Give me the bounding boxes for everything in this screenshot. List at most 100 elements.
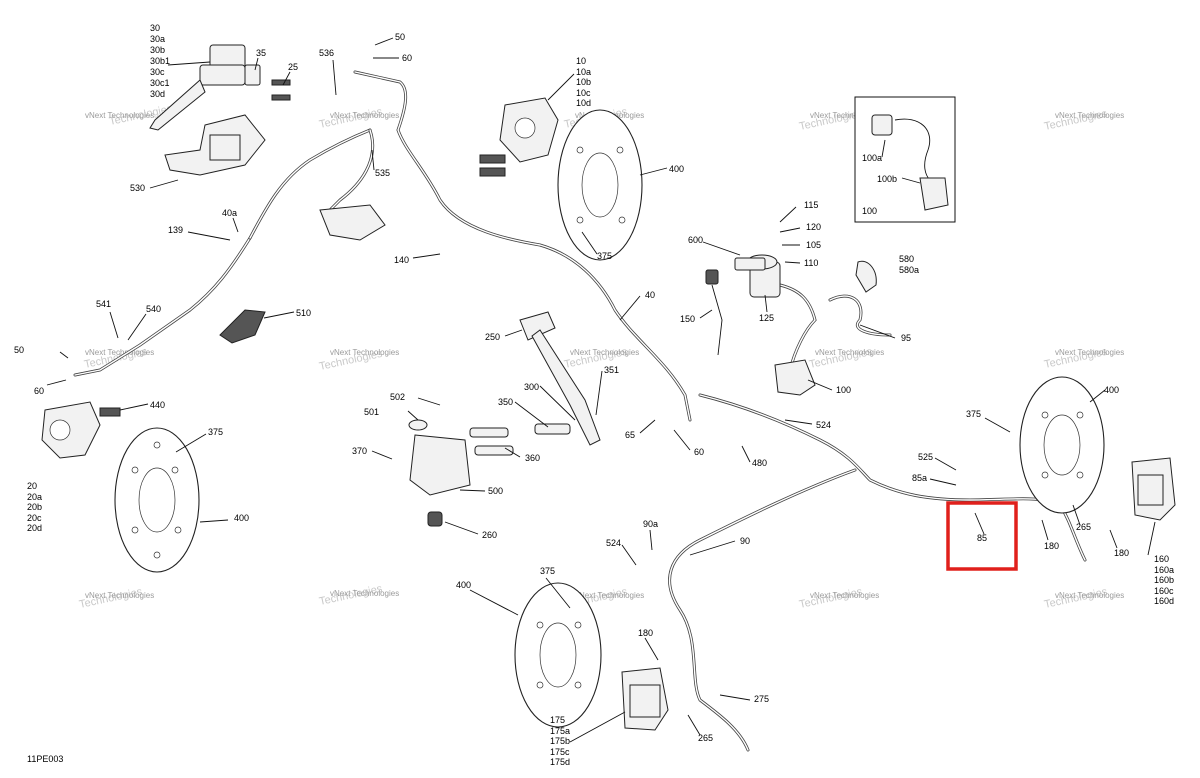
part-label: 20 xyxy=(27,481,37,491)
part-label: 265 xyxy=(698,733,713,743)
bracket-530 xyxy=(164,114,266,176)
part-label: 60 xyxy=(34,386,44,396)
part-label: 120 xyxy=(806,222,821,232)
watermark-small: vNext Technologies xyxy=(815,348,884,357)
part-label: 510 xyxy=(296,308,311,318)
watermark-small: vNext Technologies xyxy=(330,348,399,357)
part-label: 536 xyxy=(319,48,334,58)
caliper-175 xyxy=(621,667,669,731)
part-label: 175a xyxy=(550,726,570,736)
part-label: 30b1 xyxy=(150,56,170,66)
part-label: 275 xyxy=(754,694,769,704)
disc-400-rear-left xyxy=(514,582,602,728)
caliper-20 xyxy=(41,401,121,459)
bracket-535 xyxy=(319,204,386,241)
highlight-box[interactable] xyxy=(946,501,1018,571)
watermark-small: vNext Technologies xyxy=(575,591,644,600)
part-label: 600 xyxy=(688,235,703,245)
part-label: 524 xyxy=(816,420,831,430)
part-label: 175b xyxy=(550,736,570,746)
part-label: 160a xyxy=(1154,565,1174,575)
part-label: 300 xyxy=(524,382,539,392)
part-label: 95 xyxy=(901,333,911,343)
part-label: 25 xyxy=(288,62,298,72)
caliper-10 xyxy=(479,97,559,177)
part-label: 400 xyxy=(669,164,684,174)
part-label: 100 xyxy=(836,385,851,395)
watermark-small: vNext Technologies xyxy=(1055,348,1124,357)
part-label: 375 xyxy=(597,251,612,261)
brake-pedal-250 xyxy=(519,311,601,446)
part-label: 100b xyxy=(877,174,897,184)
watermark-small: vNext Technologies xyxy=(1055,111,1124,120)
part-label: 20a xyxy=(27,492,42,502)
part-label: 535 xyxy=(375,168,390,178)
part-label: 260 xyxy=(482,530,497,540)
part-label: 30c1 xyxy=(150,78,170,88)
part-label: 30a xyxy=(150,34,165,44)
part-label: 60 xyxy=(402,53,412,63)
part-label: 160b xyxy=(1154,575,1174,585)
part-label: 265 xyxy=(1076,522,1091,532)
part-label: 10 xyxy=(576,56,586,66)
part-label: 580a xyxy=(899,265,919,275)
part-label: 525 xyxy=(918,452,933,462)
part-label: 530 xyxy=(130,183,145,193)
part-label: 175c xyxy=(550,747,570,757)
part-label: 90 xyxy=(740,536,750,546)
watermark-small: vNext Technologies xyxy=(85,591,154,600)
part-label: 30b xyxy=(150,45,165,55)
part-label: 350 xyxy=(498,397,513,407)
part-label: 400 xyxy=(1104,385,1119,395)
part-label: 370 xyxy=(352,446,367,456)
part-labels: 30 30a 30b 30b1 30c 30c1 30d 35 25 530 1… xyxy=(14,23,1174,767)
part-label: 65 xyxy=(625,430,635,440)
part-label: 440 xyxy=(150,400,165,410)
part-label: 500 xyxy=(488,486,503,496)
part-label: 351 xyxy=(604,365,619,375)
part-label: 40a xyxy=(222,208,237,218)
part-label: 160d xyxy=(1154,596,1174,606)
disc-400-rear-right xyxy=(1019,376,1105,514)
reservoir-assembly xyxy=(705,254,877,396)
part-label: 250 xyxy=(485,332,500,342)
part-label: 40 xyxy=(645,290,655,300)
part-label: 180 xyxy=(638,628,653,638)
watermark-small: vNext Technologies xyxy=(1055,591,1124,600)
part-label: 360 xyxy=(525,453,540,463)
part-label: 540 xyxy=(146,304,161,314)
part-label: 375 xyxy=(540,566,555,576)
part-label: 30 xyxy=(150,23,160,33)
part-label: 30c xyxy=(150,67,165,77)
part-label: 10d xyxy=(576,98,591,108)
part-label: 139 xyxy=(168,225,183,235)
part-label: 115 xyxy=(804,200,818,210)
part-label: 60 xyxy=(694,447,704,457)
part-label: 20b xyxy=(27,502,42,512)
part-label: 85a xyxy=(912,473,927,483)
bracket-500 xyxy=(408,419,514,527)
part-label: 160 xyxy=(1154,554,1169,564)
part-label: 30d xyxy=(150,89,165,99)
highlighted-part-85[interactable]: 85 xyxy=(946,501,1018,571)
leader-lines xyxy=(46,37,1156,743)
watermark-small: vNext Technologies xyxy=(85,348,154,357)
watermark-small: vNext Technologies xyxy=(570,348,639,357)
part-label: 501 xyxy=(364,407,379,417)
watermark-small: vNext Technologies xyxy=(810,111,879,120)
inset-box-100 xyxy=(854,96,956,223)
part-label: 180 xyxy=(1114,548,1129,558)
part-label: 480 xyxy=(752,458,767,468)
guard-510 xyxy=(219,309,266,344)
watermark-small: vNext Technologies xyxy=(85,111,154,120)
part-label: 150 xyxy=(680,314,695,324)
part-label: 100a xyxy=(862,153,882,163)
part-label: 175 xyxy=(550,715,565,725)
watermark-small: vNext Technologies xyxy=(330,111,399,120)
watermark-small: vNext Technologies xyxy=(810,591,879,600)
part-label: 50 xyxy=(395,32,405,42)
part-label: 180 xyxy=(1044,541,1059,551)
master-cylinder-30 xyxy=(149,44,291,131)
disc-400-front-right xyxy=(557,109,643,261)
